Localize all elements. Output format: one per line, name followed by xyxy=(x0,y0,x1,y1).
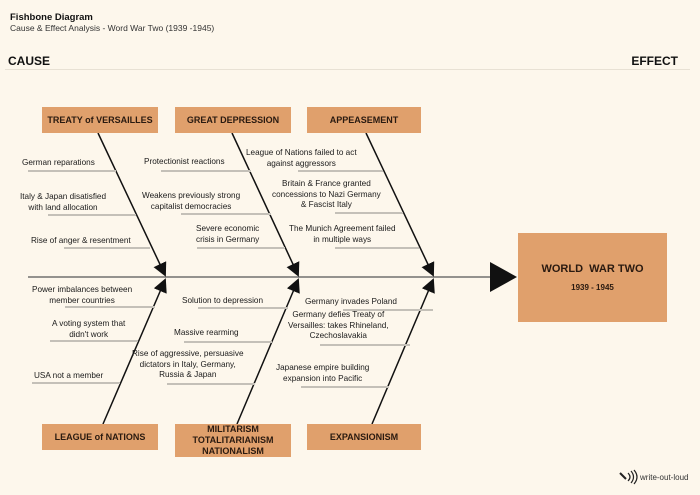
cause-underline xyxy=(197,247,285,249)
category-treaty-of-versailles: TREATY of VERSAILLES xyxy=(42,107,158,133)
cause-underline xyxy=(184,341,272,343)
cause-item: Massive rearming xyxy=(174,328,239,337)
cause-item: Rise of aggressive, persuasive dictators… xyxy=(132,349,244,379)
cause-underline xyxy=(343,309,433,311)
cause-item: Germany defies Treaty of Versailles: tak… xyxy=(288,310,389,340)
spine-arrowhead xyxy=(490,262,517,292)
category-militarism: MILITARISM TOTALITARIANISM NATIONALISM xyxy=(175,424,291,457)
cause-underline xyxy=(167,383,255,385)
brand-logo-text: write-out-loud xyxy=(640,472,689,482)
cause-underline xyxy=(50,340,138,342)
cause-underline xyxy=(28,170,116,172)
effect-title: WORLD WAR TWO xyxy=(541,263,644,275)
cause-item: The Munich Agreement failed in multiple … xyxy=(289,224,396,244)
cause-underline xyxy=(65,306,155,308)
brand-logo: write-out-loud xyxy=(618,469,688,485)
category-appeasement: APPEASEMENT xyxy=(307,107,421,133)
cause-underline xyxy=(32,382,120,384)
diagram-title: Fishbone Diagram xyxy=(10,12,93,23)
cause-item: League of Nations failed to act against … xyxy=(246,148,357,168)
cause-item: Japanese empire building expansion into … xyxy=(276,363,370,383)
cause-underline xyxy=(198,307,288,309)
cause-item: Italy & Japan disatisfied with land allo… xyxy=(20,192,107,212)
category-league-of-nations: LEAGUE of NATIONS xyxy=(42,424,158,450)
cause-item: Severe economic crisis in Germany xyxy=(196,224,260,244)
cause-underline xyxy=(64,247,150,249)
cause-underline xyxy=(335,247,419,249)
cause-underline xyxy=(181,213,271,215)
category-expansionism: EXPANSIONISM xyxy=(307,424,421,450)
effect-years: 1939 - 1945 xyxy=(571,283,614,292)
cause-item: USA not a member xyxy=(34,371,104,380)
header-divider xyxy=(5,69,690,70)
cause-item: A voting system that didn't work xyxy=(52,319,126,339)
effect-box: WORLD WAR TWO 1939 - 1945 xyxy=(518,233,667,322)
cause-underline xyxy=(48,214,136,216)
cause-item: Protectionist reactions xyxy=(144,157,225,166)
cause-item: German reparations xyxy=(22,158,95,167)
diagram-subtitle: Cause & Effect Analysis - Word War Two (… xyxy=(10,23,215,33)
effect-heading: EFFECT xyxy=(631,54,678,68)
cause-underline xyxy=(161,170,251,172)
cause-underline xyxy=(298,170,383,172)
cause-item: Weakens previously strong capitalist dem… xyxy=(142,191,241,211)
cause-item: Rise of anger & resentment xyxy=(31,236,131,245)
cause-item: Power imbalances between member countrie… xyxy=(32,285,133,305)
cause-underline xyxy=(335,212,403,214)
cause-item: Germany invades Poland xyxy=(305,297,397,306)
cause-underline xyxy=(320,344,410,346)
cause-item: Britain & France granted concessions to … xyxy=(272,179,381,209)
category-great-depression: GREAT DEPRESSION xyxy=(175,107,291,133)
megaphone-icon xyxy=(619,469,638,485)
cause-underline xyxy=(301,386,389,388)
cause-item: Solution to depression xyxy=(182,296,264,305)
cause-heading: CAUSE xyxy=(8,54,51,68)
